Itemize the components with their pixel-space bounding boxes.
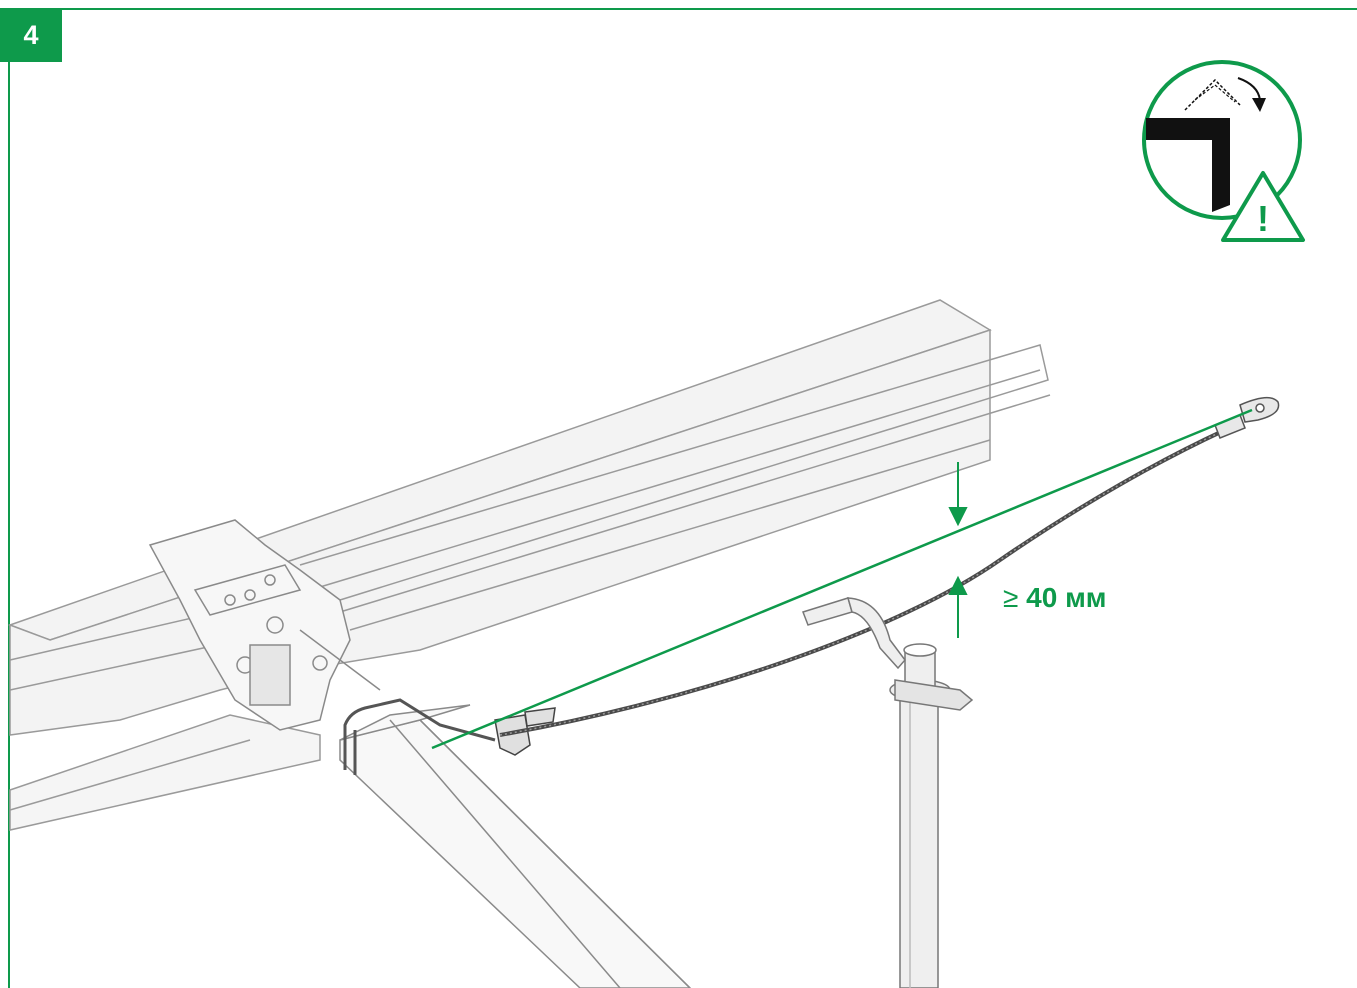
u-hook — [343, 698, 496, 775]
cable-eye — [1214, 396, 1280, 439]
lower-arm — [9, 714, 321, 831]
reference-line — [431, 408, 1253, 750]
frame-border — [8, 8, 1357, 988]
warning-triangle-icon: ! — [1221, 171, 1305, 242]
clearance-value: 40 мм — [1026, 582, 1107, 613]
clearance-label: ≥ 40 мм — [1003, 582, 1107, 614]
rail-profile — [7, 299, 1051, 736]
step-number: 4 — [23, 19, 39, 50]
measurement-arrows — [948, 462, 968, 638]
min-symbol: ≥ — [1003, 582, 1019, 613]
steel-cable — [499, 428, 1226, 737]
crank-handle — [802, 597, 906, 670]
step-number-badge: 4 — [0, 8, 62, 62]
cable-clip — [494, 707, 556, 756]
warning-glyph: ! — [1257, 198, 1269, 239]
square-tube — [339, 704, 692, 988]
support-pole — [889, 643, 974, 988]
bracket — [148, 519, 381, 731]
